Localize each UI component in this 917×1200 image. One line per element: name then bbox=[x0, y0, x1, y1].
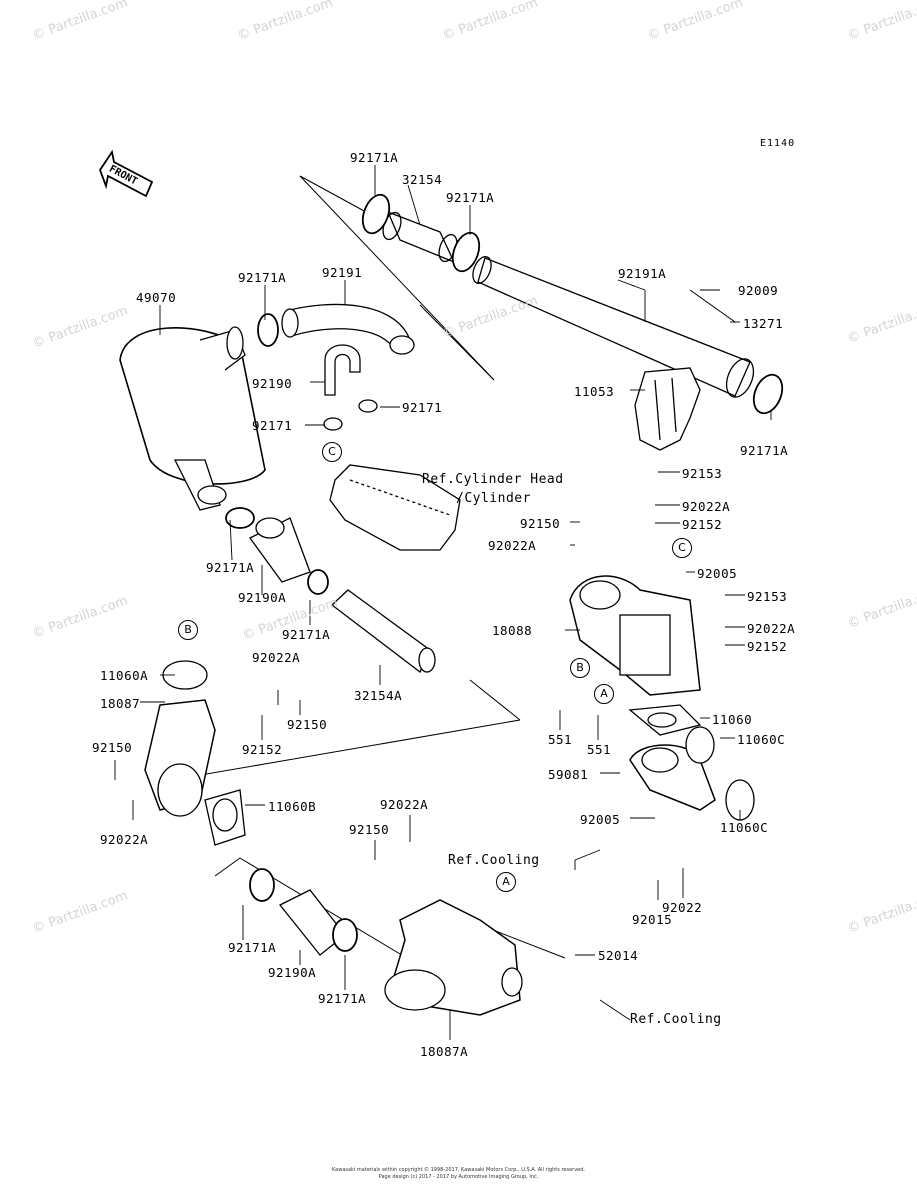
copyright-line: Kawasaki materials within copyright © 19… bbox=[331, 1167, 586, 1173]
part-label[interactable]: 92015 bbox=[632, 912, 673, 927]
part-label[interactable]: 92152 bbox=[682, 517, 723, 532]
part-label[interactable]: 92022A bbox=[747, 621, 796, 636]
part-label[interactable]: 92152 bbox=[747, 639, 788, 654]
part-label[interactable]: 92171A bbox=[238, 270, 287, 285]
part-label[interactable]: 92171A bbox=[206, 560, 255, 575]
cylinder-head bbox=[329, 464, 461, 551]
tube-32154 bbox=[361, 193, 481, 273]
part-label[interactable]: 92005 bbox=[580, 812, 621, 827]
part-label[interactable]: 92190A bbox=[268, 965, 317, 980]
part-label[interactable]: 18088 bbox=[492, 623, 533, 638]
part-label[interactable]: 32154 bbox=[402, 172, 443, 187]
diagram-code: E1140 bbox=[760, 138, 796, 149]
part-label[interactable]: 551 bbox=[548, 732, 573, 747]
part-label[interactable]: 18087A bbox=[420, 1044, 469, 1059]
part-label[interactable]: 92171A bbox=[740, 443, 789, 458]
part-label[interactable]: 92153 bbox=[747, 589, 788, 604]
muffler-49070 bbox=[119, 326, 266, 511]
marker-circle: B bbox=[570, 658, 590, 678]
part-label[interactable]: 92171A bbox=[350, 150, 399, 165]
part-label[interactable]: 92009 bbox=[738, 283, 779, 298]
gaskets-and-59081 bbox=[628, 704, 755, 821]
part-label[interactable]: 92191A bbox=[618, 266, 667, 281]
part-label[interactable]: 92022A bbox=[100, 832, 149, 847]
part-label[interactable]: 92022A bbox=[252, 650, 301, 665]
marker-circle: B bbox=[178, 620, 198, 640]
marker-circle: A bbox=[496, 872, 516, 892]
part-label[interactable]: 11060 bbox=[712, 712, 753, 727]
part-label[interactable]: 92171A bbox=[282, 627, 331, 642]
part-label[interactable]: 92022A bbox=[682, 499, 731, 514]
part-label[interactable]: 92022A bbox=[380, 797, 429, 812]
ref-cooling: Ref.Cooling bbox=[448, 853, 540, 868]
hose-92191A bbox=[472, 256, 784, 415]
part-label[interactable]: 18087 bbox=[100, 696, 141, 711]
page-design-line: Page design (c) 2017 - 2017 by Automotiv… bbox=[378, 1174, 539, 1180]
part-18087A bbox=[249, 868, 523, 1016]
ref-cylinder-head: Ref.Cylinder Head bbox=[422, 472, 564, 487]
part-18087 bbox=[144, 660, 246, 846]
part-label[interactable]: 92005 bbox=[697, 566, 738, 581]
part-label[interactable]: 92171A bbox=[446, 190, 495, 205]
part-label[interactable]: 32154A bbox=[354, 688, 403, 703]
part-label[interactable]: 92022A bbox=[488, 538, 537, 553]
guard-11053 bbox=[634, 289, 736, 451]
part-label[interactable]: 92191 bbox=[322, 265, 363, 280]
leader-lines bbox=[114, 165, 772, 1040]
part-label[interactable]: 92022 bbox=[662, 900, 703, 915]
hose-92191 bbox=[257, 303, 415, 355]
manifold-18088 bbox=[569, 575, 701, 696]
part-label[interactable]: 13271 bbox=[743, 316, 784, 331]
part-label[interactable]: 92150 bbox=[92, 740, 133, 755]
part-label[interactable]: 92171A bbox=[318, 991, 367, 1006]
guide-lines bbox=[159, 175, 566, 961]
part-label[interactable]: 92153 bbox=[682, 466, 723, 481]
hose-92190 bbox=[323, 344, 378, 431]
part-label[interactable]: 92171 bbox=[252, 418, 293, 433]
part-label[interactable]: 59081 bbox=[548, 767, 589, 782]
marker-circle: A bbox=[594, 684, 614, 704]
part-label[interactable]: 92190A bbox=[238, 590, 287, 605]
part-label[interactable]: 92171A bbox=[228, 940, 277, 955]
ref-cooling: Ref.Cooling bbox=[630, 1012, 722, 1027]
part-label[interactable]: 11060C bbox=[720, 820, 769, 835]
part-label[interactable]: 11060B bbox=[268, 799, 317, 814]
part-label[interactable]: 92152 bbox=[242, 742, 283, 757]
part-label[interactable]: 92150 bbox=[520, 516, 561, 531]
part-label[interactable]: 11060C bbox=[737, 732, 786, 747]
front-arrow-icon bbox=[98, 149, 154, 198]
part-label[interactable]: 551 bbox=[587, 742, 612, 757]
part-label[interactable]: 92190 bbox=[252, 376, 293, 391]
part-label[interactable]: 92150 bbox=[287, 717, 328, 732]
part-label[interactable]: 11053 bbox=[574, 384, 615, 399]
part-label[interactable]: 92171 bbox=[402, 400, 443, 415]
part-label[interactable]: 11060A bbox=[100, 668, 149, 683]
tubes-lower bbox=[225, 507, 436, 674]
part-label[interactable]: 92150 bbox=[349, 822, 390, 837]
marker-circle: C bbox=[672, 538, 692, 558]
part-label[interactable]: 52014 bbox=[598, 948, 639, 963]
ref-cylinder: /Cylinder bbox=[456, 491, 531, 506]
part-label[interactable]: 49070 bbox=[136, 290, 177, 305]
marker-circle: C bbox=[322, 442, 342, 462]
